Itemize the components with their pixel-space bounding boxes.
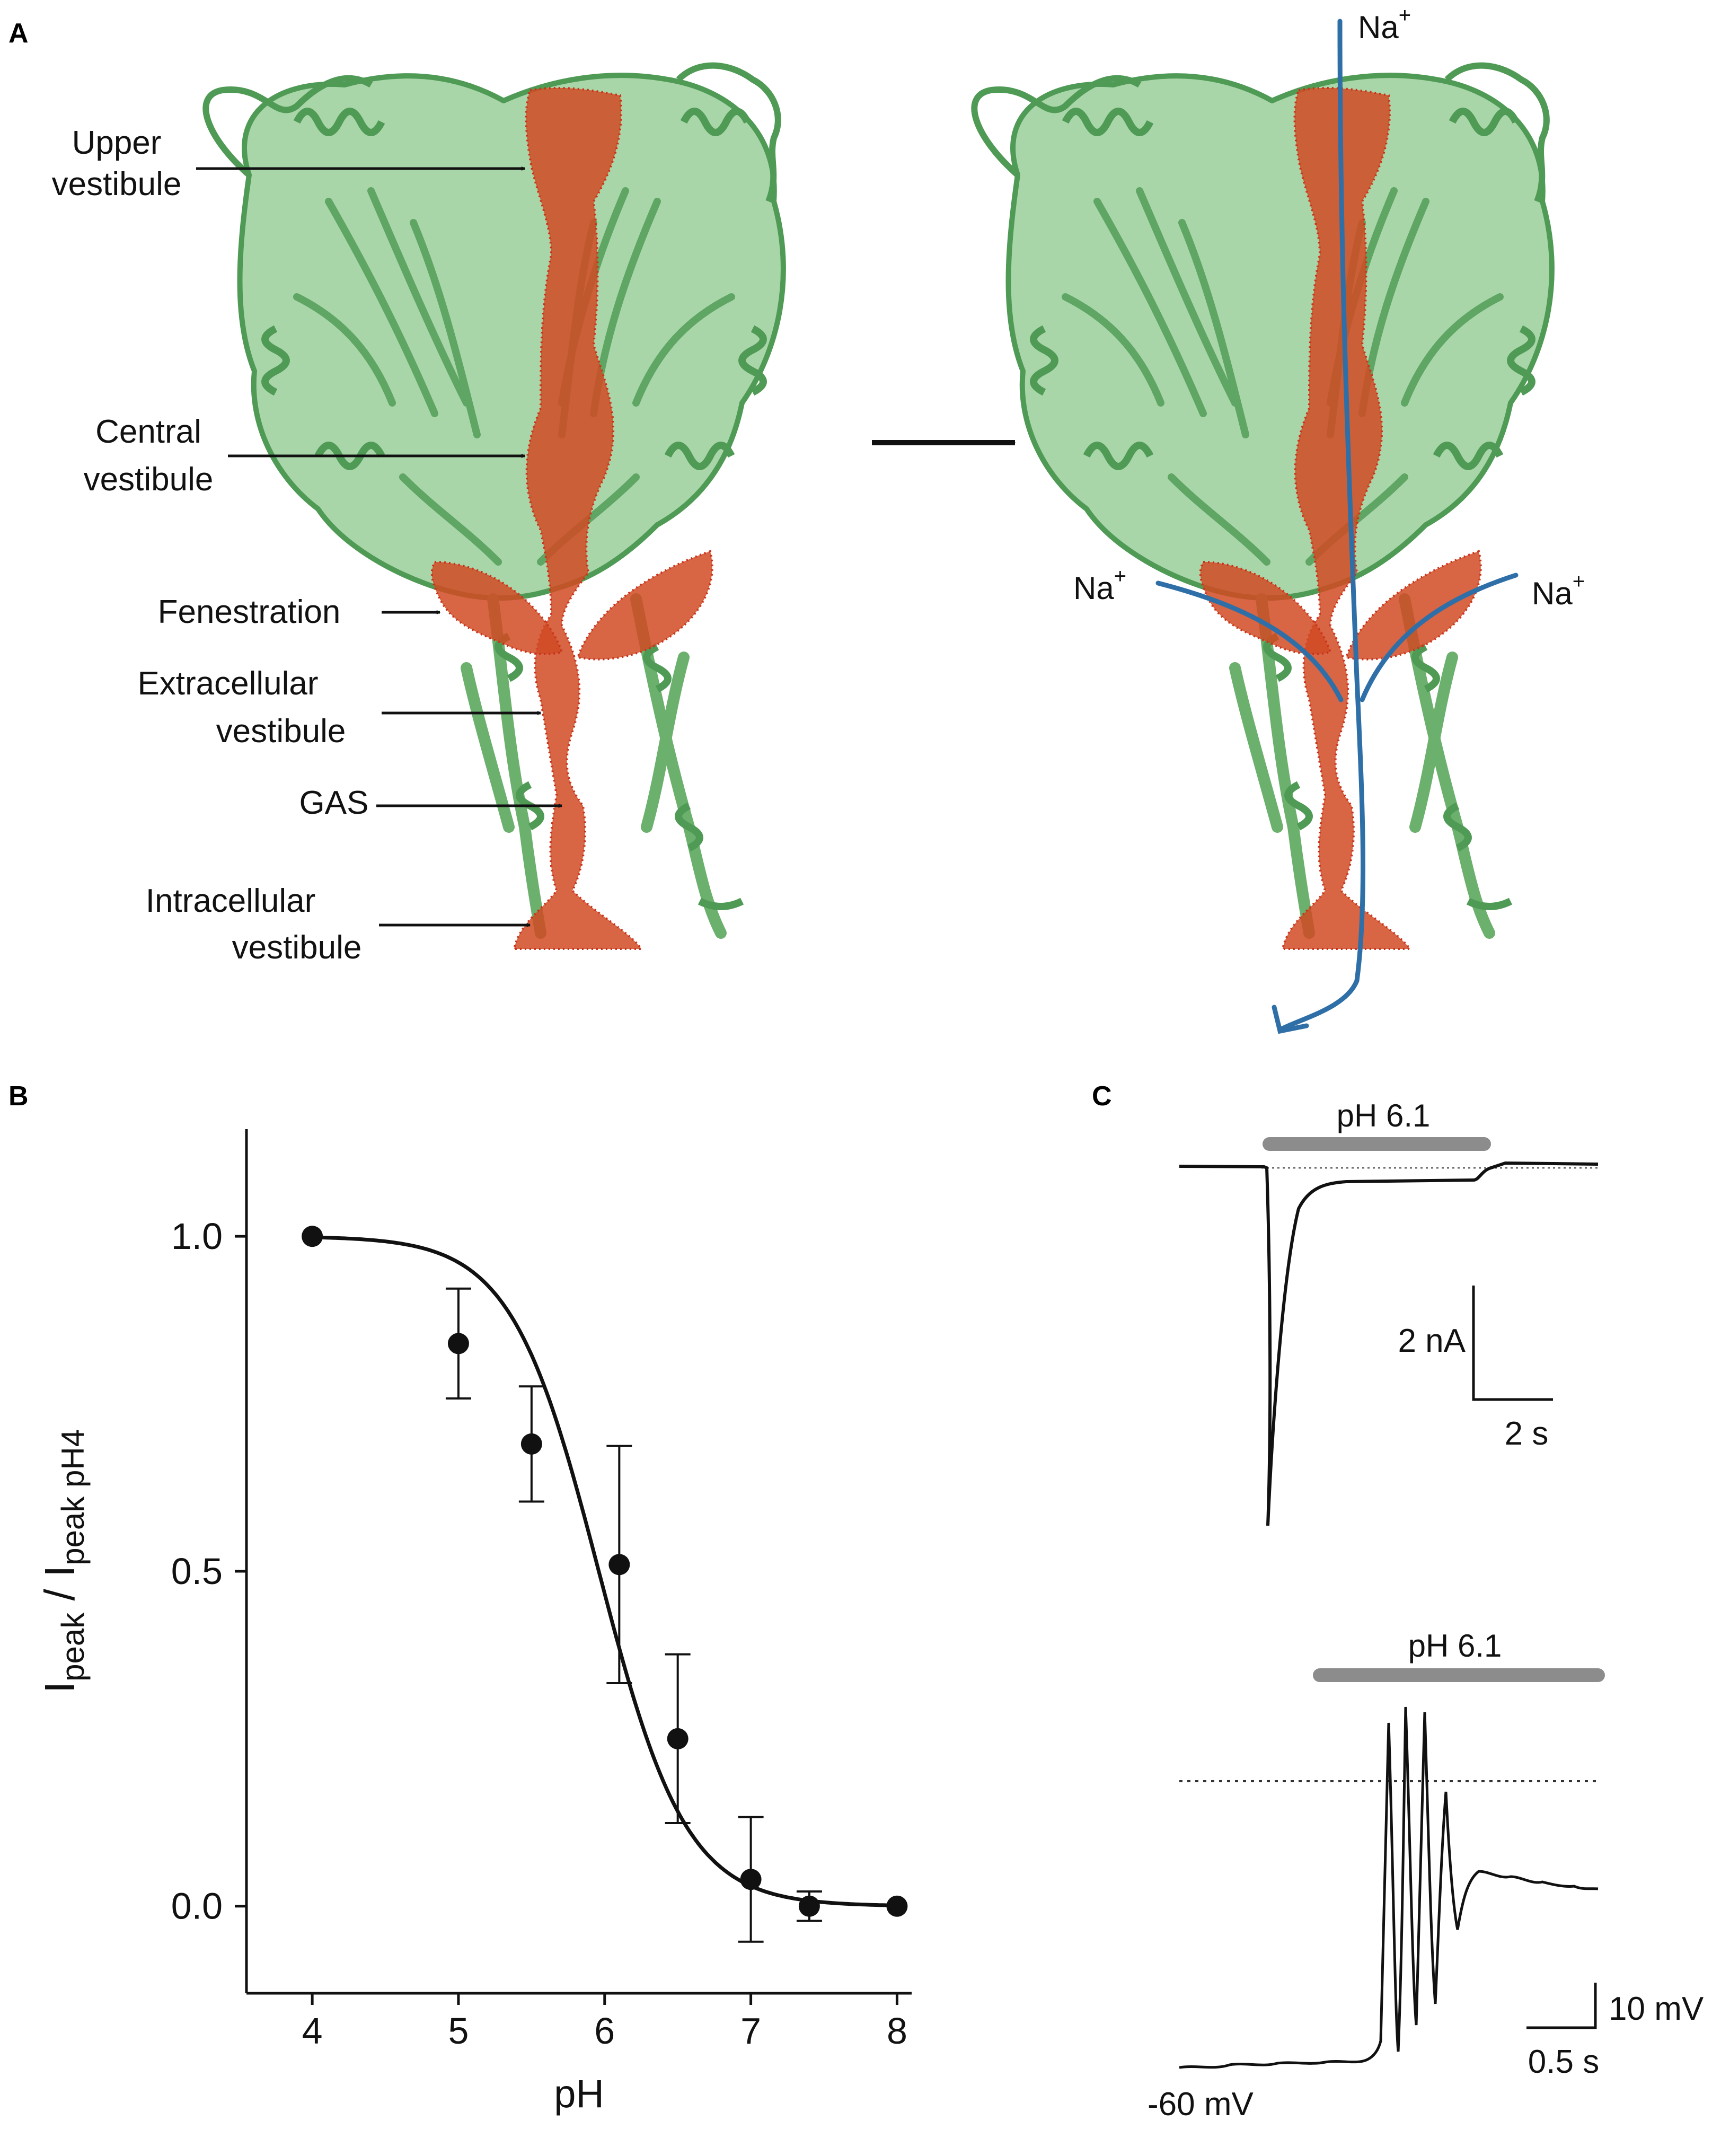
- pore-fenestration-right: [576, 550, 713, 661]
- ion-path-left: [1155, 580, 1344, 702]
- sodium-ion-labels: Na+ Na+ Na+: [1073, 4, 1585, 611]
- y-tick-label: 0.5: [171, 1551, 223, 1592]
- ion-path-right: [1360, 573, 1519, 702]
- fit-curve: [312, 1235, 897, 1907]
- voltage-trace: [1179, 1706, 1599, 2069]
- panel-c-letter: C: [1092, 1081, 1112, 1112]
- protein-structure-open: [974, 66, 1552, 949]
- data-point: [667, 1728, 689, 1749]
- current-scale-x-label: 2 s: [1505, 1415, 1549, 1452]
- panel-b-letter: B: [8, 1081, 29, 1112]
- data-point: [302, 1226, 323, 1247]
- y-label-sub1: peak: [55, 1612, 91, 1682]
- ion-path-arrowhead: [1272, 1005, 1309, 1034]
- data-point: [886, 1895, 908, 1917]
- x-tick-label: 4: [302, 2010, 323, 2052]
- voltage-scale-x-label: 0.5 s: [1528, 2044, 1599, 2080]
- y-ticks: 0.0 0.5 1.0: [171, 1216, 246, 1927]
- panel-b: B 0.0 0.5 1.0 4 5 6 7 8 pH Ipeak / Ipeak pH4: [8, 1081, 912, 2116]
- ph-bar-current-label: pH 6.1: [1337, 1098, 1431, 1133]
- x-axis-label: pH: [554, 2072, 604, 2116]
- dose-response-chart: 0.0 0.5 1.0 4 5 6 7 8 pH Ipeak / Ipeak pH4: [36, 1129, 912, 2116]
- y-axis-label: Ipeak / Ipeak pH4: [36, 1429, 91, 1693]
- current-trace: [1179, 1161, 1599, 1526]
- x-ticks: 4 5 6 7 8: [302, 1993, 907, 2052]
- label-gas: GAS: [299, 785, 369, 821]
- panel-c: C pH 6.1 2 nA 2 s pH 6.1 10 mV 0.5 s -60…: [1092, 1081, 1704, 2123]
- x-tick-label: 7: [740, 2010, 761, 2052]
- label-pointer-arrows: [196, 169, 562, 925]
- data-point: [520, 1433, 542, 1455]
- data-point: [798, 1895, 820, 1917]
- voltage-scale-y-label: 10 mV: [1609, 1991, 1704, 2027]
- y-label-sub2: peak pH4: [55, 1429, 91, 1565]
- protein-structure-closed: [202, 62, 786, 950]
- voltage-scale-bar: [1526, 1983, 1597, 2029]
- y-tick-label: 0.0: [171, 1886, 223, 1927]
- protein-helices: [261, 108, 767, 470]
- panel-a-letter: A: [8, 18, 29, 49]
- protein-extracellular-domain: [237, 73, 786, 601]
- pore-volume-closed: [430, 86, 713, 950]
- x-tick-label: 6: [594, 2010, 615, 2052]
- data-point: [740, 1869, 762, 1890]
- na-label-top: Na+: [1358, 4, 1411, 45]
- ph-bar-voltage-label: pH 6.1: [1408, 1628, 1502, 1664]
- data-points: [302, 1226, 908, 1917]
- error-bars: [445, 1287, 822, 1943]
- data-point: [447, 1333, 469, 1354]
- label-fenestration: Fenestration: [158, 594, 341, 630]
- ion-permeation-pathway: [1155, 19, 1519, 1034]
- current-trace-recording: pH 6.1 2 nA 2 s: [1179, 1098, 1599, 1526]
- protein-transmembrane-helices: [461, 593, 727, 939]
- y-label-i: I: [36, 1682, 83, 1693]
- x-tick-label: 8: [887, 2010, 907, 2052]
- panel-a: A: [8, 4, 1585, 1034]
- protein-beta-strands: [293, 187, 735, 566]
- na-label-left: Na+: [1073, 565, 1126, 606]
- resting-potential-label: -60 mV: [1148, 2086, 1254, 2123]
- pore-fill: [513, 86, 643, 950]
- ion-path-central: [1280, 19, 1366, 1031]
- pore-fenestration-left: [430, 560, 563, 655]
- protein-top-loop-left: [202, 75, 373, 178]
- current-scale-y-label: 2 nA: [1398, 1323, 1466, 1359]
- protein-top-loop-right: [676, 62, 781, 203]
- y-tick-label: 1.0: [171, 1216, 223, 1257]
- current-scale-bar: [1472, 1286, 1553, 1401]
- data-point: [608, 1554, 630, 1576]
- x-tick-label: 5: [448, 2010, 469, 2052]
- y-label-sep: / I: [36, 1565, 83, 1613]
- na-label-right: Na+: [1532, 570, 1585, 611]
- voltage-trace-recording: pH 6.1 10 mV 0.5 s -60 mV: [1148, 1628, 1704, 2123]
